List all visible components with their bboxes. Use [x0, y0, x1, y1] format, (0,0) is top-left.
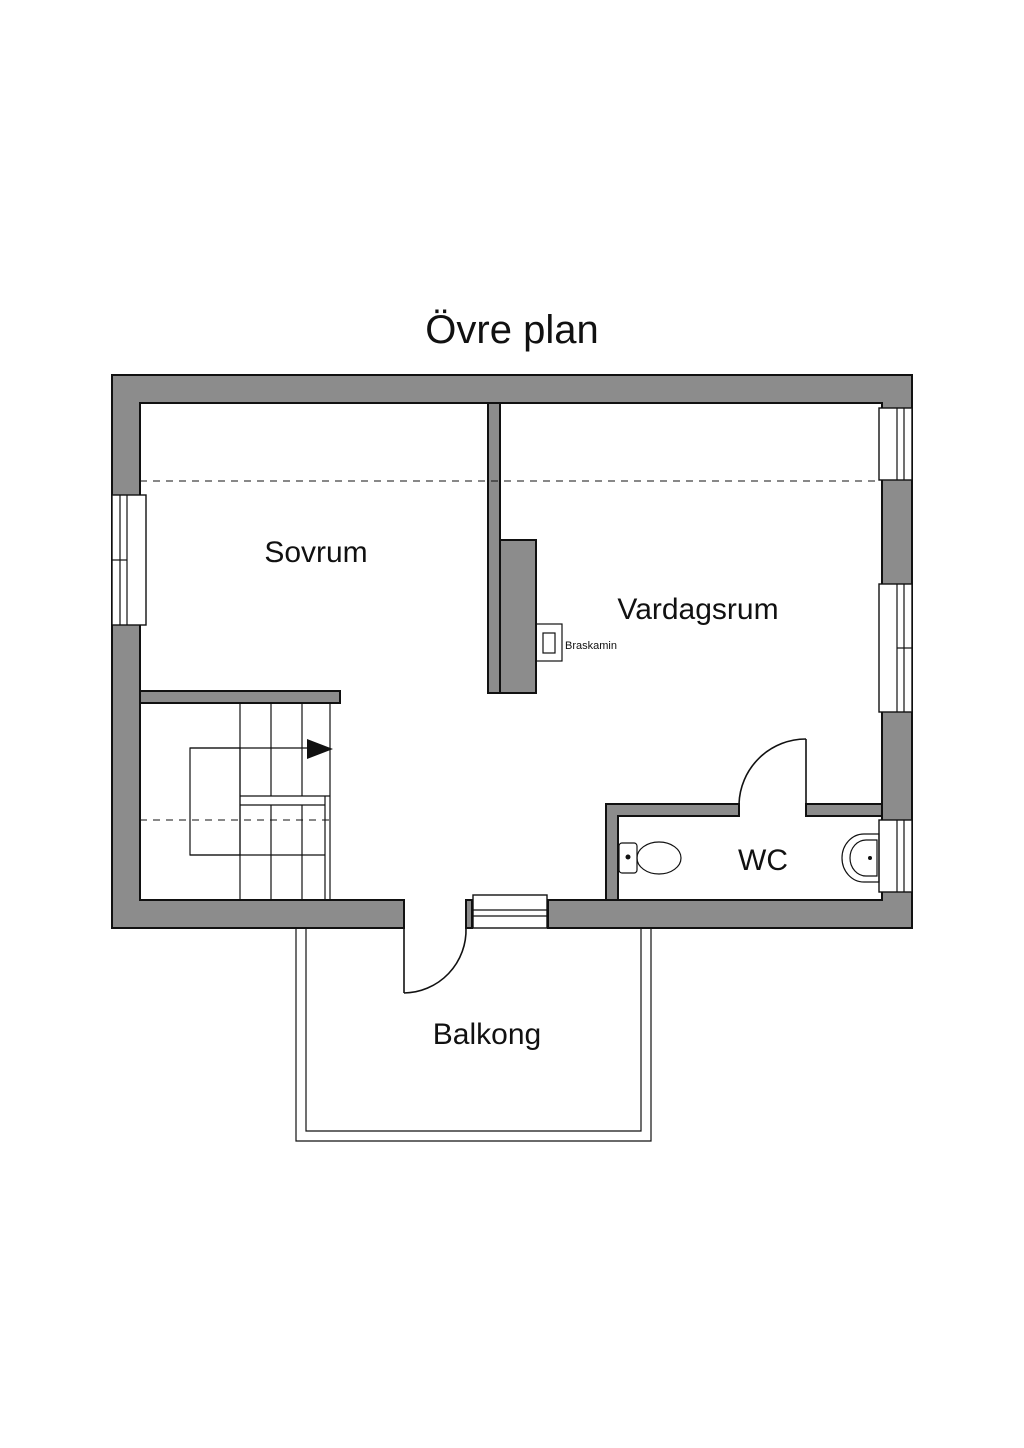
window-right-top [878, 407, 913, 481]
room-label-vardagsrum: Vardagsrum [617, 593, 778, 626]
wall-fireplace-block [499, 539, 537, 694]
toilet-icon [618, 841, 682, 875]
roof-slope-lines [140, 480, 882, 821]
wc-fixtures [618, 833, 880, 883]
wall-partition-vertical [487, 402, 501, 694]
sink-icon [841, 833, 880, 883]
window-bottom [472, 894, 548, 929]
doors [403, 738, 807, 994]
interior-walls [139, 402, 883, 929]
window-left-wall [111, 494, 147, 626]
balcony [295, 928, 652, 1142]
room-label-wc: WC [738, 844, 788, 877]
window-right-wc [878, 819, 913, 893]
wall-wc-right [805, 803, 883, 817]
room-label-balkong: Balkong [433, 1018, 541, 1051]
plan-title: Övre plan [425, 308, 598, 352]
fireplace: Braskamin [535, 623, 617, 662]
windows [111, 407, 913, 929]
door-wc [738, 738, 807, 805]
stair-direction-arrow-icon [307, 739, 333, 759]
wall-door-jamb-right [465, 899, 473, 929]
window-right-middle [878, 583, 913, 713]
wall-wc-enclosure [605, 803, 740, 901]
wall-stair-landing [139, 690, 341, 704]
door-balcony [403, 927, 467, 994]
room-label-sovrum: Sovrum [264, 536, 367, 569]
staircase [189, 703, 333, 900]
fireplace-label: Braskamin [565, 640, 617, 652]
